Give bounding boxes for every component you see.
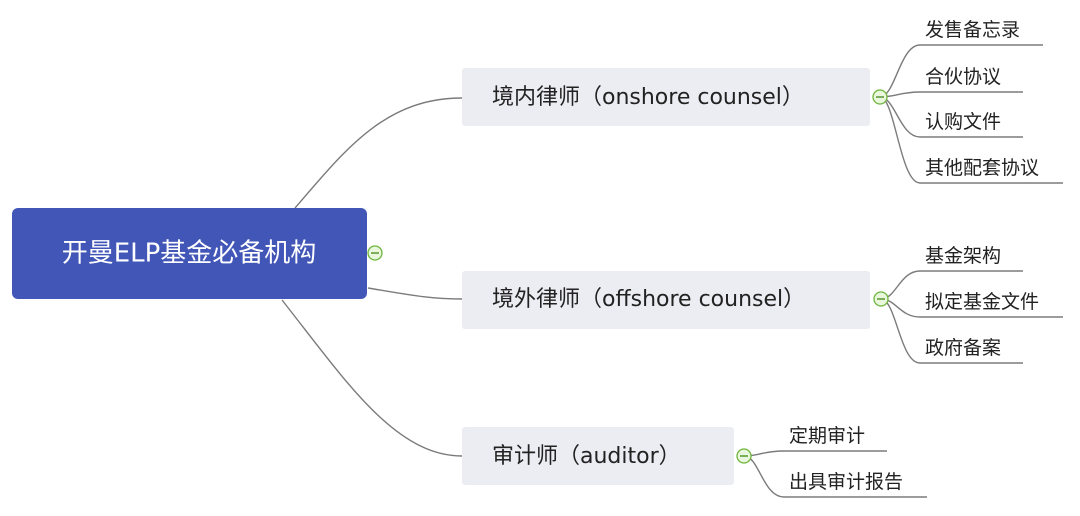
root-collapse-toggle[interactable] (367, 245, 383, 261)
connector-branch-1-leaf-1 (879, 44, 921, 98)
connector-branch-1-leaf-4 (879, 96, 921, 184)
branch-node-box (462, 68, 870, 126)
leaf-subscription-documents[interactable]: 认购文件 (925, 111, 1001, 133)
connector-branch-2-leaf-3 (880, 298, 921, 364)
connector-branch-3-leaf-2 (743, 455, 785, 498)
root-node-label: 开曼ELP基金必备机构 (62, 239, 317, 269)
branch-node-offshore-counsel[interactable]: 境外律师（offshore counsel） (462, 271, 870, 329)
leaf-draft-fund-documents[interactable]: 拟定基金文件 (925, 291, 1039, 313)
branch-node-box (462, 427, 734, 485)
leaf-other-ancillary-agreements[interactable]: 其他配套协议 (925, 157, 1039, 179)
branch-node-label: 审计师（auditor） (492, 444, 681, 469)
branch-1-collapse-toggle[interactable] (872, 89, 888, 105)
branch-node-label: 境内律师（onshore counsel） (492, 85, 804, 110)
leaf-periodic-audit[interactable]: 定期审计 (789, 425, 865, 447)
branch-node-label: 境外律师（offshore counsel） (492, 287, 805, 312)
root-node[interactable]: 开曼ELP基金必备机构 (12, 208, 367, 299)
branch-node-onshore-counsel[interactable]: 境内律师（onshore counsel） (462, 68, 870, 126)
branch-3-collapse-toggle[interactable] (736, 448, 752, 464)
connector-root-branch-1 (294, 97, 463, 209)
leaf-offering-memorandum[interactable]: 发售备忘录 (925, 19, 1020, 41)
branch-node-auditor[interactable]: 审计师（auditor） (462, 427, 734, 485)
root-node-box (12, 208, 367, 299)
leaf-government-filing[interactable]: 政府备案 (925, 337, 1001, 359)
connector-root-branch-2 (367, 287, 463, 300)
branch-node-box (462, 271, 870, 329)
connector-root-branch-3 (281, 299, 463, 457)
leaf-fund-structure[interactable]: 基金架构 (925, 245, 1001, 267)
leaf-partnership-agreement[interactable]: 合伙协议 (925, 66, 1001, 88)
leaf-issue-audit-report[interactable]: 出具审计报告 (789, 471, 903, 493)
branch-2-collapse-toggle[interactable] (873, 291, 889, 307)
